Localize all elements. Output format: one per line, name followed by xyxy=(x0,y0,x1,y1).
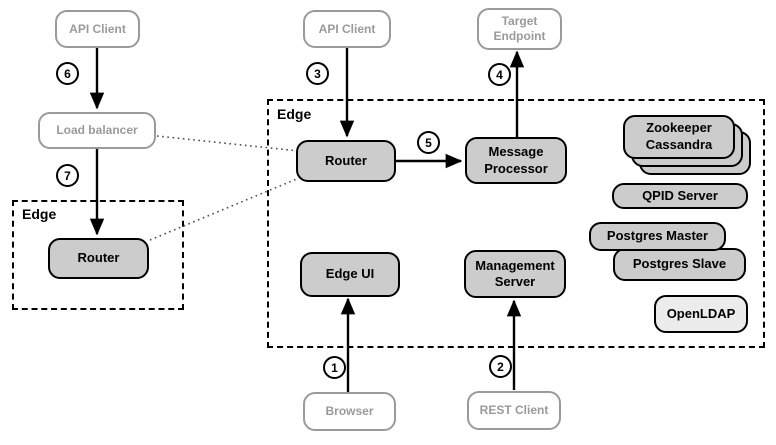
node-browser[interactable]: Browser xyxy=(303,392,396,431)
node-edge-ui[interactable]: Edge UI xyxy=(300,252,400,297)
node-router-left-label: Router xyxy=(77,250,120,266)
node-api-client-mid-label: API Client xyxy=(318,21,376,36)
node-zookeeper-cassandra-label-line2: Cassandra xyxy=(645,137,713,152)
node-target-endpoint[interactable]: Target Endpoint xyxy=(477,8,562,50)
step-badge-1-number: 1 xyxy=(331,360,338,375)
node-message-processor[interactable]: Message Processor xyxy=(465,137,567,184)
step-badge-2: 2 xyxy=(489,355,512,378)
step-badge-7: 7 xyxy=(56,164,79,187)
node-qpid-server[interactable]: QPID Server xyxy=(612,183,748,209)
node-postgres-master[interactable]: Postgres Master xyxy=(589,222,726,251)
node-rest-client-label: REST Client xyxy=(479,403,549,417)
node-target-endpoint-label-line1: Target xyxy=(501,14,538,28)
step-badge-2-number: 2 xyxy=(497,359,504,374)
node-edge-ui-label: Edge UI xyxy=(325,266,375,282)
node-target-endpoint-label-line2: Endpoint xyxy=(493,29,546,43)
node-router-main[interactable]: Router xyxy=(296,140,396,182)
node-postgres-slave-label: Postgres Slave xyxy=(632,256,727,272)
zookeeper-cassandra-front: Zookeeper Cassandra xyxy=(623,115,735,159)
node-management-server-label-line2: Server xyxy=(494,274,536,289)
node-postgres-master-label: Postgres Master xyxy=(606,228,709,244)
node-api-client-left-label: API Client xyxy=(69,21,126,36)
step-badge-3-number: 3 xyxy=(314,66,321,81)
step-badge-7-number: 7 xyxy=(64,168,71,183)
node-browser-label: Browser xyxy=(325,404,374,418)
node-rest-client[interactable]: REST Client xyxy=(467,391,561,430)
node-load-balancer-label: Load balancer xyxy=(56,123,138,137)
node-zookeeper-cassandra-label-line1: Zookeeper xyxy=(646,120,712,136)
step-badge-4: 4 xyxy=(488,63,511,86)
node-router-main-label: Router xyxy=(325,152,367,168)
node-zookeeper-cassandra[interactable]: Zookeeper Cassandra xyxy=(623,115,753,177)
node-postgres-slave[interactable]: Postgres Slave xyxy=(613,248,746,281)
group-edge-main-label: Edge xyxy=(277,106,312,122)
node-openldap[interactable]: OpenLDAP xyxy=(654,295,748,333)
group-edge-left-label: Edge xyxy=(22,206,57,222)
node-message-processor-label-line2: Processor xyxy=(484,160,548,176)
step-badge-3: 3 xyxy=(306,62,329,85)
node-management-server-label-line1: Management xyxy=(475,257,555,273)
node-load-balancer[interactable]: Load balancer xyxy=(38,112,156,149)
step-badge-6-number: 6 xyxy=(64,66,71,81)
step-badge-6: 6 xyxy=(56,62,79,85)
node-openldap-label: OpenLDAP xyxy=(666,305,736,321)
step-badge-5-number: 5 xyxy=(425,135,432,150)
node-api-client-left[interactable]: API Client xyxy=(55,10,140,48)
node-router-left[interactable]: Router xyxy=(48,238,149,279)
node-message-processor-label-line1: Message xyxy=(488,144,544,160)
node-qpid-server-label: QPID Server xyxy=(642,187,718,203)
step-badge-4-number: 4 xyxy=(496,67,503,82)
node-api-client-mid[interactable]: API Client xyxy=(303,10,391,48)
step-badge-5: 5 xyxy=(417,131,440,154)
step-badge-1: 1 xyxy=(323,356,346,379)
node-management-server[interactable]: Management Server xyxy=(464,250,566,298)
